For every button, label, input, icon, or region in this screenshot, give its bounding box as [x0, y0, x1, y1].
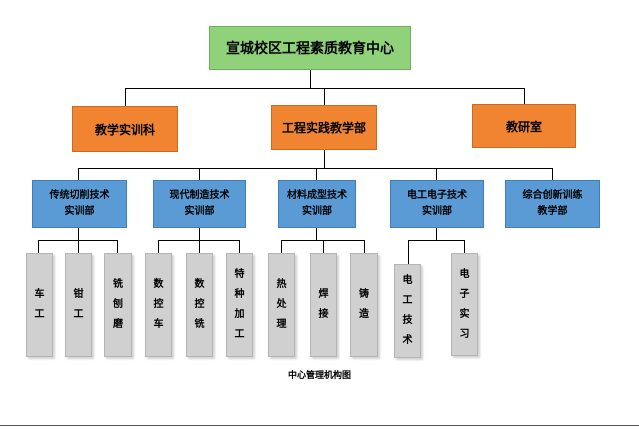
connector-l2-1	[78, 168, 79, 180]
connector-g4-b	[464, 240, 465, 253]
leaf-milling-planing-grinding: 铣 刨 磨	[104, 253, 132, 357]
connector-g3-b	[323, 240, 324, 253]
connector-g4-a	[408, 240, 409, 264]
leaf-fitter: 钳 工	[65, 253, 92, 357]
connector-l2-bar	[78, 168, 553, 169]
connector-l1-mid	[324, 88, 325, 105]
connector-g2-c	[239, 240, 240, 253]
connector-l2-2	[199, 168, 200, 180]
connector-g1-down	[78, 228, 79, 240]
sub-department-electrical-electronic: 电工电子技术 实训部	[390, 180, 484, 228]
connector-g4-down	[436, 228, 437, 240]
connector-root-down	[310, 70, 311, 88]
leaf-cnc-milling: 数 控 铣	[186, 253, 213, 357]
connector-g3-a	[281, 240, 282, 253]
leaf-cnc-lathe: 数 控 车	[145, 253, 172, 357]
sub-department-traditional-cutting: 传统切削技术 实训部	[32, 180, 127, 228]
connector-l1-bar	[125, 88, 525, 89]
connector-l1-right	[524, 88, 525, 104]
connector-g1-c	[117, 240, 118, 253]
department-teaching-training: 教学实训科	[72, 106, 178, 152]
root-node: 宣城校区工程素质教育中心	[209, 26, 411, 70]
connector-g1-a	[38, 240, 39, 253]
bottom-divider	[0, 425, 639, 426]
leaf-electronics-practice: 电 子 实 习	[451, 253, 478, 356]
connector-l2-3	[316, 168, 317, 180]
connector-g2-down	[199, 228, 200, 240]
connector-l2-5	[552, 168, 553, 180]
connector-g1-b	[78, 240, 79, 253]
leaf-lathe: 车 工	[26, 253, 53, 357]
leaf-special-machining: 特 种 加 工	[226, 253, 253, 357]
department-research-office: 教研室	[472, 104, 576, 148]
leaf-casting: 铸 造	[350, 253, 378, 357]
connector-g2-b	[199, 240, 200, 253]
connector-g3-down	[316, 228, 317, 240]
leaf-electrical-technique: 电 工 技 术	[394, 264, 421, 358]
department-engineering-practice: 工程实践教学部	[271, 105, 377, 150]
connector-g3-c	[364, 240, 365, 253]
sub-department-material-forming: 材料成型技术 实训部	[278, 180, 356, 228]
leaf-heat-treatment: 热 处 理	[268, 253, 295, 357]
connector-l2-4	[436, 168, 437, 180]
diagram-caption: 中心管理机构图	[287, 371, 351, 381]
leaf-welding: 焊 接	[310, 253, 337, 357]
connector-mid-down	[324, 150, 325, 168]
connector-g4-bar	[408, 240, 465, 241]
connector-g2-a	[158, 240, 159, 253]
sub-department-innovation-training: 综合创新训练 教学部	[505, 180, 600, 228]
sub-department-modern-manufacturing: 现代制造技术 实训部	[153, 180, 246, 228]
connector-l1-left	[125, 88, 126, 106]
